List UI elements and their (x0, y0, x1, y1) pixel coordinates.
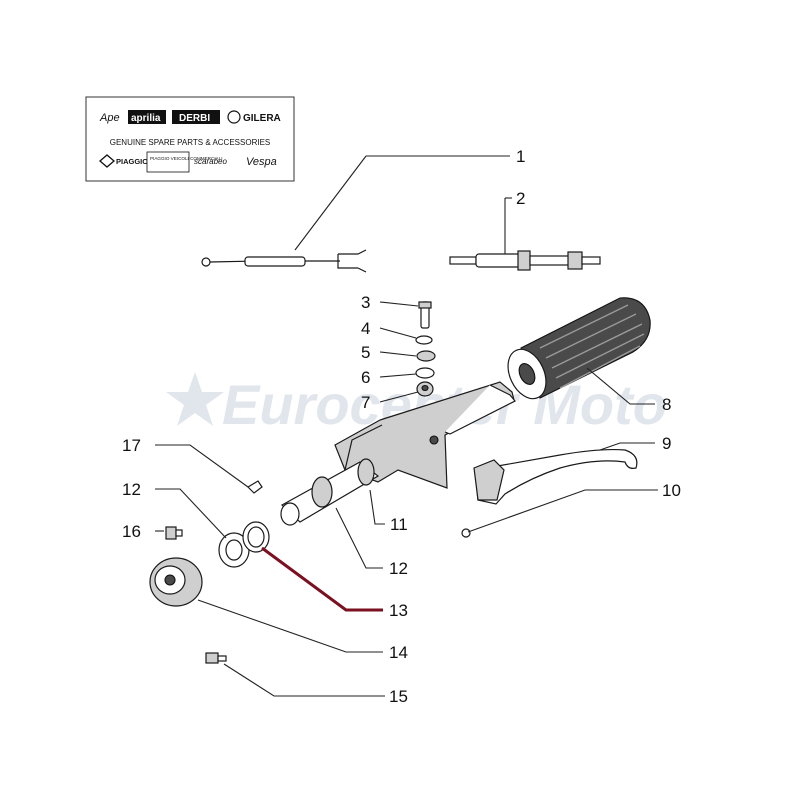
tube-end (280, 502, 300, 526)
part-1-cable (201, 249, 367, 273)
lever-blade (474, 448, 638, 505)
part-2-adjuster (449, 250, 601, 271)
callout-2: 2 (516, 189, 525, 208)
leader-15 (223, 663, 385, 697)
leader-1 (294, 155, 367, 251)
brand-derbi: DERBI (179, 113, 210, 124)
adjuster-barrel (475, 253, 525, 268)
callout-12-right: 12 (389, 559, 408, 578)
leader-8 (586, 367, 655, 405)
callout-16: 16 (122, 522, 141, 541)
callout-15: 15 (389, 687, 408, 706)
leader-12b (335, 507, 383, 569)
brand-aprilia: aprilia (131, 113, 161, 124)
leader-4 (379, 327, 417, 339)
part-15-screw (205, 652, 227, 664)
part-8-grip (507, 297, 651, 400)
tube-collar (357, 458, 375, 486)
screw-15-head (205, 652, 219, 664)
leader-12a (155, 488, 227, 539)
part-6-washer (415, 367, 435, 379)
brand-scarabeo: scarabeo (194, 157, 227, 166)
part-10-pin (461, 528, 471, 538)
callout-3: 3 (361, 293, 370, 312)
leader-14 (197, 599, 383, 653)
brand-piaggio-vc-badge (146, 151, 190, 173)
brand-derbi-badge (172, 110, 220, 124)
part-3-screw (418, 301, 432, 329)
watermark-star-icon (166, 372, 224, 426)
bolt-shank (175, 529, 183, 537)
drum-center (164, 574, 176, 586)
grip-bore (518, 363, 536, 385)
brand-piaggio-vc: PIAGGIO VEICOLI COMMERCIALI (150, 156, 223, 161)
gilera-emblem-icon (227, 110, 241, 124)
housing-edge (344, 424, 383, 471)
part-4-clip (415, 335, 433, 345)
adjuster-nut (517, 250, 531, 271)
part-17-clip (247, 480, 263, 494)
screw-15-shank (217, 655, 227, 662)
callout-9: 9 (662, 434, 671, 453)
callout-5: 5 (361, 343, 370, 362)
part-9-lever (473, 448, 638, 505)
callout-13: 13 (389, 601, 408, 620)
callout-10: 10 (662, 481, 681, 500)
brand-logo-box: Ape aprilia DERBI GILERA GENUINE SPARE P… (85, 96, 295, 182)
lever-pivot-block (473, 459, 505, 501)
brand-piaggio: PIAGGIO (116, 157, 148, 166)
adjuster-tip (449, 256, 477, 265)
brand-ape: Ape (99, 112, 120, 124)
tube-ring (311, 476, 333, 508)
callout-12-left: 12 (122, 480, 141, 499)
part-7-nut (416, 381, 434, 397)
callout-1: 1 (516, 147, 525, 166)
leader-17 (155, 444, 249, 488)
handlebar-right-tube (444, 384, 516, 435)
leader-3 (379, 301, 419, 307)
adjuster-end (581, 256, 601, 265)
brand-vespa: Vespa (246, 156, 277, 168)
leader-9 (599, 442, 655, 451)
leader-5 (379, 351, 417, 357)
leader-11 (369, 489, 385, 525)
callout-7: 7 (361, 393, 370, 412)
grip-ribs (539, 304, 645, 389)
logo-tagline: GENUINE SPARE PARTS & ACCESSORIES (110, 138, 271, 147)
bolt-head (165, 526, 177, 540)
leader-6 (379, 373, 417, 378)
piaggio-emblem-icon (99, 154, 115, 168)
leader-13-highlighted (261, 546, 383, 612)
callout-11: 11 (390, 515, 408, 534)
cable-eyelet (201, 257, 211, 267)
handlebar-assembly (280, 381, 516, 526)
leader-10 (467, 489, 658, 533)
callout-8: 8 (662, 395, 671, 414)
part-16-bolt (165, 526, 183, 540)
nut-hole (421, 384, 429, 392)
brand-aprilia-badge (128, 110, 166, 124)
pin-head (461, 528, 471, 538)
part-5-washer (416, 350, 436, 362)
leader-7 (379, 391, 419, 403)
callout-4: 4 (361, 319, 370, 338)
housing-bolt (429, 435, 439, 445)
part-13-ring-hole (247, 526, 265, 548)
part-14-drum (149, 557, 203, 607)
part-12-ring-hole (225, 539, 243, 561)
callout-6: 6 (361, 368, 370, 387)
callout-17: 17 (122, 436, 141, 455)
brand-gilera: GILERA (243, 113, 281, 124)
callout-14: 14 (389, 643, 408, 662)
cable-sleeve (244, 256, 306, 267)
screw-head (418, 301, 432, 309)
cable-fork (337, 249, 367, 273)
adjuster-locknut (567, 251, 583, 270)
